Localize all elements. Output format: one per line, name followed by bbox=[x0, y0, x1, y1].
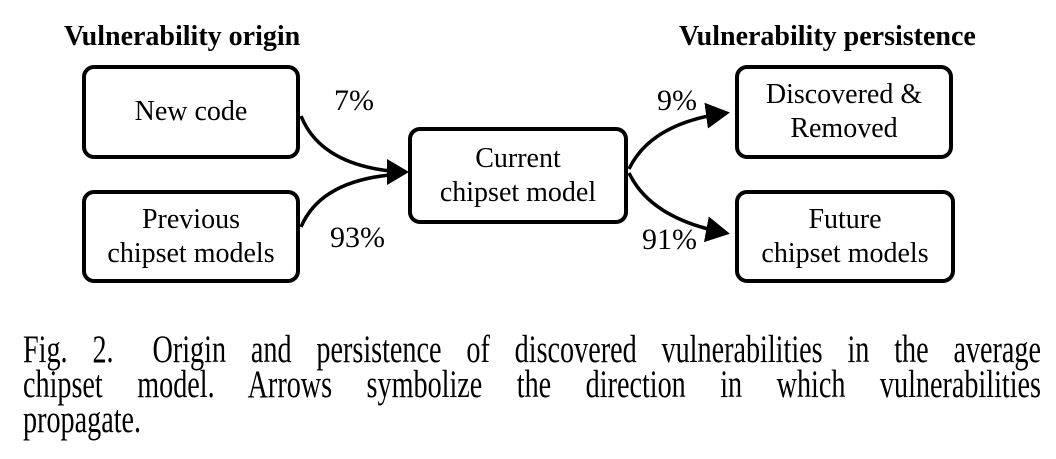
edge-label-91-percent: 91% bbox=[642, 223, 697, 256]
caption-line-1: Fig. 2. Origin and persistence of discov… bbox=[23, 328, 1042, 371]
heading-vulnerability-persistence: Vulnerability persistence bbox=[679, 21, 976, 52]
caption-line-3: propagate. bbox=[23, 398, 142, 441]
heading-vulnerability-origin: Vulnerability origin bbox=[64, 21, 301, 52]
node-discovered-and-removed: Discovered & Removed bbox=[735, 65, 953, 159]
arrowhead-into-current-icon bbox=[387, 159, 409, 185]
edge-current-to-discovered bbox=[627, 102, 730, 170]
node-future-chipset-models: Future chipset models bbox=[735, 190, 955, 283]
edge-previous-to-current bbox=[299, 173, 391, 228]
node-current-chipset-model: Current chipset model bbox=[408, 127, 628, 224]
edge-label-9-percent: 9% bbox=[657, 84, 697, 117]
edge-label-7-percent: 7% bbox=[334, 84, 374, 117]
caption-line-2: chipset model. Arrows symbolize the dire… bbox=[23, 363, 1042, 406]
node-previous-chipset-models: Previous chipset models bbox=[82, 190, 300, 283]
node-new-code: New code bbox=[82, 65, 300, 159]
edge-current-to-future bbox=[627, 172, 730, 243]
figure-caption: Fig. 2. Origin and persistence of discov… bbox=[23, 328, 1042, 441]
edge-new-code-to-current bbox=[299, 115, 391, 173]
edge-label-93-percent: 93% bbox=[330, 221, 385, 254]
